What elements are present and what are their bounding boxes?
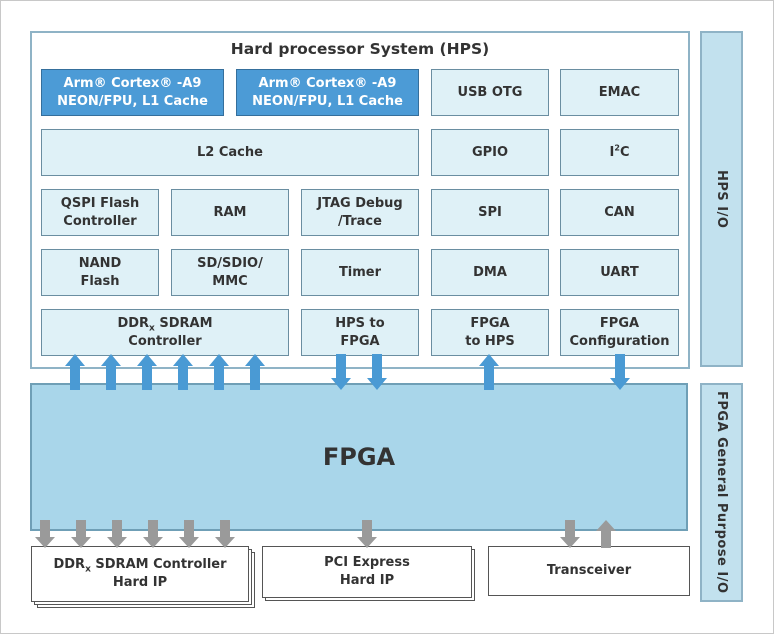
i2c-block: I2C: [560, 129, 679, 176]
ram-label: RAM: [213, 204, 247, 220]
ddr-arrow-up-5: [209, 354, 229, 390]
transceiver-arrow-down: [560, 520, 580, 548]
hps-title: Hard processor System (HPS): [230, 40, 490, 58]
pcie-arrow: [357, 520, 377, 548]
cpu-core-a-line2: NEON/FPU, L1 Cache: [57, 93, 208, 109]
gpio-label: GPIO: [471, 144, 509, 160]
ddr-ctrl-sub: x: [149, 323, 155, 334]
i2c-label: I2C: [610, 144, 630, 162]
fpga-gpio-label: FPGA General Purpose I/O: [714, 391, 729, 594]
fpga-to-hps-block: FPGA to HPS: [431, 309, 549, 356]
transceiver-label: Transceiver: [546, 563, 632, 578]
hard-ip-arrow-2: [71, 520, 91, 548]
i2c-label-base: I: [609, 144, 615, 160]
nand-flash-block: NAND Flash: [41, 249, 159, 296]
fpga-config-arrow: [610, 354, 630, 390]
ddr-ctrl-post: SDRAM: [154, 315, 213, 331]
spi-block: SPI: [431, 189, 549, 236]
nand-line2: Flash: [80, 273, 120, 289]
timer-block: Timer: [301, 249, 419, 296]
pci-express-hard-ip: PCI Express Hard IP: [262, 546, 472, 598]
gpio-block: GPIO: [431, 129, 549, 176]
dma-block: DMA: [431, 249, 549, 296]
hard-ip-arrow-1: [35, 520, 55, 548]
ddr-arrow-up-6: [245, 354, 265, 390]
emac-label: EMAC: [598, 84, 641, 100]
fpga-cfg-line2: Configuration: [569, 333, 670, 349]
cpu-core-a-block: Arm® Cortex® -A9 NEON/FPU, L1 Cache: [41, 69, 224, 116]
sd-line1: SD/SDIO/: [197, 255, 263, 271]
ddr-sdram-controller-hard-ip: DDRx SDRAM Controller Hard IP: [31, 546, 249, 602]
jtag-debug-trace-block: JTAG Debug /Trace: [301, 189, 419, 236]
dma-label: DMA: [473, 264, 507, 280]
emac-block: EMAC: [560, 69, 679, 116]
hard-ip-arrow-3: [107, 520, 127, 548]
ddr-hard-ip-stack: DDRx SDRAM Controller Hard IP: [31, 546, 255, 608]
qspi-flash-controller-block: QSPI Flash Controller: [41, 189, 159, 236]
hps-to-fpga-arrow-1: [331, 354, 351, 390]
ddr-ctrl-pre: DDR: [117, 315, 150, 331]
fpga-label: FPGA: [322, 443, 396, 471]
spi-label: SPI: [478, 204, 502, 220]
cpu-core-a-line1: Arm® Cortex® -A9: [63, 75, 202, 91]
i2c-label-end: C: [619, 144, 630, 160]
l2-cache-block: L2 Cache: [41, 129, 419, 176]
qspi-line1: QSPI Flash: [60, 195, 140, 211]
fpga-cfg-line1: FPGA: [599, 315, 640, 331]
ddr-arrow-up-1: [65, 354, 85, 390]
ddr-ip-line1: DDRx SDRAM Controller: [53, 556, 226, 574]
ddr-ip-pre: DDR: [53, 557, 86, 572]
transceiver-block: Transceiver: [488, 546, 690, 596]
hps-to-fpga-block: HPS to FPGA: [301, 309, 419, 356]
qspi-line2: Controller: [63, 213, 137, 229]
ddr-sdram-controller-block: DDRx SDRAM Controller: [41, 309, 289, 356]
pcie-line2: Hard IP: [339, 573, 395, 588]
nand-line1: NAND: [78, 255, 122, 271]
fpga-configuration-block: FPGA Configuration: [560, 309, 679, 356]
jtag-line2: /Trace: [338, 213, 382, 229]
can-label: CAN: [604, 204, 635, 220]
ddr-ip-line2: Hard IP: [112, 575, 168, 590]
can-block: CAN: [560, 189, 679, 236]
hps-to-fpga-line2: FPGA: [340, 333, 380, 349]
fpga-to-hps-arrow: [479, 354, 499, 390]
jtag-line1: JTAG Debug: [317, 195, 403, 211]
i2c-label-superscript: 2: [614, 143, 620, 153]
usb-otg-block: USB OTG: [431, 69, 549, 116]
sd-sdio-mmc-block: SD/SDIO/ MMC: [171, 249, 289, 296]
uart-label: UART: [600, 264, 639, 280]
hard-ip-arrow-6: [215, 520, 235, 548]
cpu-core-b-line2: NEON/FPU, L1 Cache: [252, 93, 403, 109]
ddr-ctrl-line1: DDRx SDRAM: [117, 315, 212, 333]
ddr-ip-post: SDRAM Controller: [90, 557, 227, 572]
cpu-core-b-block: Arm® Cortex® -A9 NEON/FPU, L1 Cache: [236, 69, 419, 116]
ddr-arrow-up-2: [101, 354, 121, 390]
timer-label: Timer: [338, 264, 382, 280]
hps-io-bar: HPS I/O: [700, 31, 743, 367]
hps-to-fpga-line1: HPS to: [335, 315, 385, 331]
ddr-arrow-up-4: [173, 354, 193, 390]
sd-line2: MMC: [212, 273, 248, 289]
ram-block: RAM: [171, 189, 289, 236]
pcie-line1: PCI Express: [324, 555, 410, 570]
ddr-ip-sub: x: [85, 564, 91, 575]
hard-ip-arrow-5: [179, 520, 199, 548]
hard-ip-arrow-4: [143, 520, 163, 548]
fpga-to-hps-line1: FPGA: [470, 315, 510, 331]
l2-cache-label: L2 Cache: [197, 144, 263, 160]
uart-block: UART: [560, 249, 679, 296]
fpga-gpio-bar: FPGA General Purpose I/O: [700, 383, 743, 602]
ddr-ctrl-line2: Controller: [128, 333, 202, 349]
hps-to-fpga-arrow-2: [367, 354, 387, 390]
ddr-arrow-up-3: [137, 354, 157, 390]
hps-io-label: HPS I/O: [714, 169, 729, 229]
pcie-hard-ip-stack: PCI Express Hard IP: [262, 546, 475, 601]
fpga-to-hps-line2: to HPS: [465, 333, 515, 349]
cpu-core-b-line1: Arm® Cortex® -A9: [258, 75, 397, 91]
transceiver-arrow-up: [596, 520, 616, 548]
usb-otg-label: USB OTG: [457, 84, 523, 100]
fpga-block: FPGA: [30, 383, 688, 531]
